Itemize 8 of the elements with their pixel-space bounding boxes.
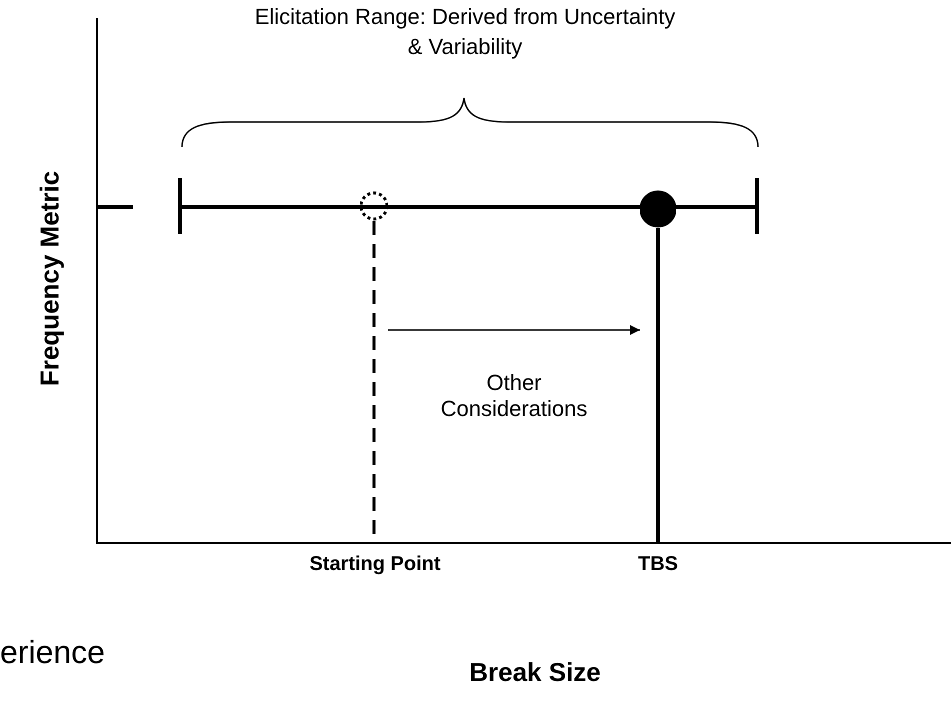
text-fragment: erience [0, 634, 105, 671]
arrow [388, 325, 640, 335]
axis-tick-label: Starting Point [308, 552, 442, 576]
x-axis-title: Break Size [468, 657, 602, 688]
solid-marker-line [640, 190, 676, 543]
range-annotation: Elicitation Range: Derived from Uncertainty & Variability [254, 3, 676, 61]
axis-tick-label: TBS [637, 552, 679, 576]
y-axis-title: Frequency Metric [34, 170, 66, 388]
